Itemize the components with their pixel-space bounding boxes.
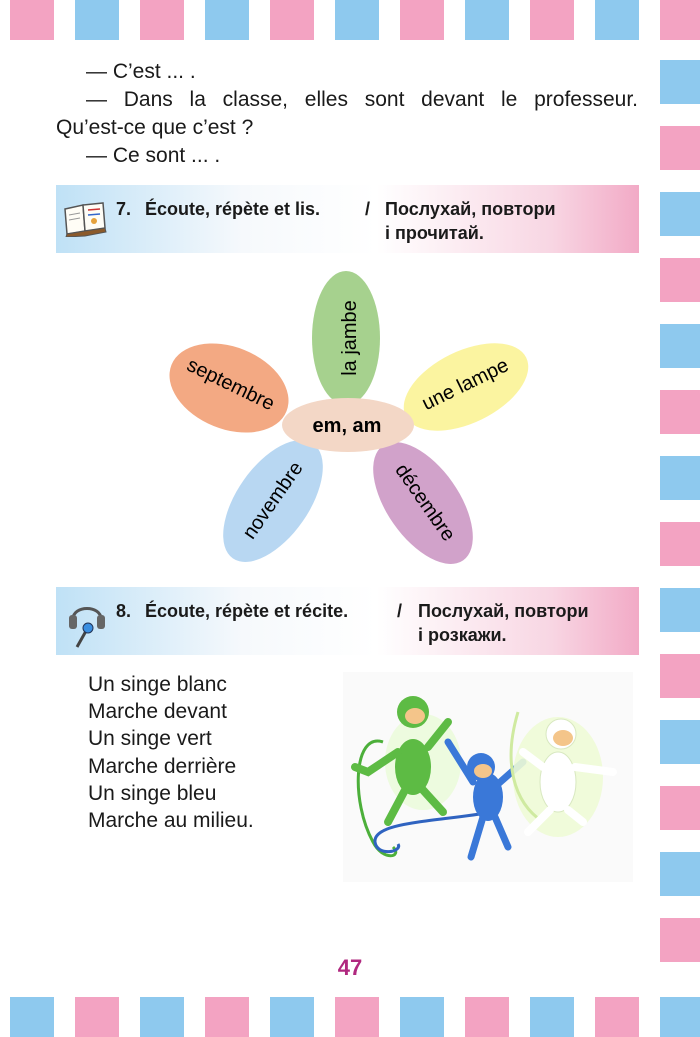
poem-line: Un singe bleu [88,781,217,805]
dialogue-line: — Dans la classe, elles sont devant le p… [86,88,638,111]
border-square [465,0,509,40]
border-square [660,0,700,40]
border-square [400,997,444,1037]
instruction-ua: і розкажи. [418,625,507,645]
headphones-icon [69,607,105,648]
green-monkey [351,696,461,858]
border-square [530,0,574,40]
border-square [660,324,700,368]
poem-line: Marche au milieu. [88,809,254,833]
border-square [660,60,700,104]
border-square [660,654,700,698]
border-square [660,390,700,434]
poem-line: Marche derrière [88,754,237,778]
border-square [465,997,509,1037]
poem-line: Un singe blanc [88,673,227,696]
border-square [10,0,54,40]
border-square [205,0,249,40]
border-square [140,0,184,40]
border-square [400,0,444,40]
petal-la-jambe: la jambe [312,271,380,405]
petal-novembre: novembre [223,440,323,562]
border-square [660,918,700,962]
instruction-ua: Послухай, повтори [418,601,589,621]
white-monkey [509,711,617,837]
poem: Un singe blanc Marche devant Un singe ve… [88,671,254,834]
border-square [660,258,700,302]
border-square [595,0,639,40]
exercise-number: 7. [116,199,132,219]
border-square [205,997,249,1037]
border-square [660,522,700,566]
exercise-8-header: 8. Écoute, répète et récite. / Послухай,… [56,587,639,655]
border-square [75,997,119,1037]
border-square [530,997,574,1037]
border-square [660,852,700,896]
instruction-fr: Écoute, répète et récite. [145,601,349,621]
flower-center: em, am [282,398,414,452]
border-square [270,0,314,40]
instruction-ua: Послухай, повтори [385,199,556,219]
border-square [660,192,700,236]
border-square [660,997,700,1037]
instruction-separator: / [365,199,371,219]
book-icon [64,202,107,237]
exercise-number: 8. [116,601,132,621]
border-square [660,456,700,500]
border-square [660,588,700,632]
dialogue-line: — C’est ... . [86,60,196,83]
petal-septembre: septembre [169,343,289,433]
exercise-7-header: 7. Écoute, répète et lis. / Послухай, по… [56,185,639,253]
petal-une-lampe: une lampe [403,343,529,431]
border-square [335,0,379,40]
center-label: em, am [313,415,382,437]
border-square [335,997,379,1037]
instruction-separator: / [397,601,403,621]
instruction-ua: і прочитай. [385,223,484,243]
instruction-fr: Écoute, répète et lis. [145,199,321,219]
border-square [660,720,700,764]
page-number: 47 [337,955,363,980]
dialogue-line: Qu’est-ce que c’est ? [56,116,254,139]
petal-label: la jambe [339,300,361,376]
dialogue-text: — C’est ... . — Dans la classe, elles so… [56,58,638,170]
border-square [660,126,700,170]
border-square [75,0,119,40]
poem-line: Marche devant [88,700,227,724]
border-square [270,997,314,1037]
word-flower: la jambe une lampe décembre novembre sep… [169,271,529,564]
border-square [660,786,700,830]
monkeys-illustration [343,672,633,882]
border-square [10,997,54,1037]
border-square [595,997,639,1037]
poem-line: Un singe vert [88,727,212,751]
dialogue-line: — Ce sont ... . [86,144,221,167]
border-square [140,997,184,1037]
